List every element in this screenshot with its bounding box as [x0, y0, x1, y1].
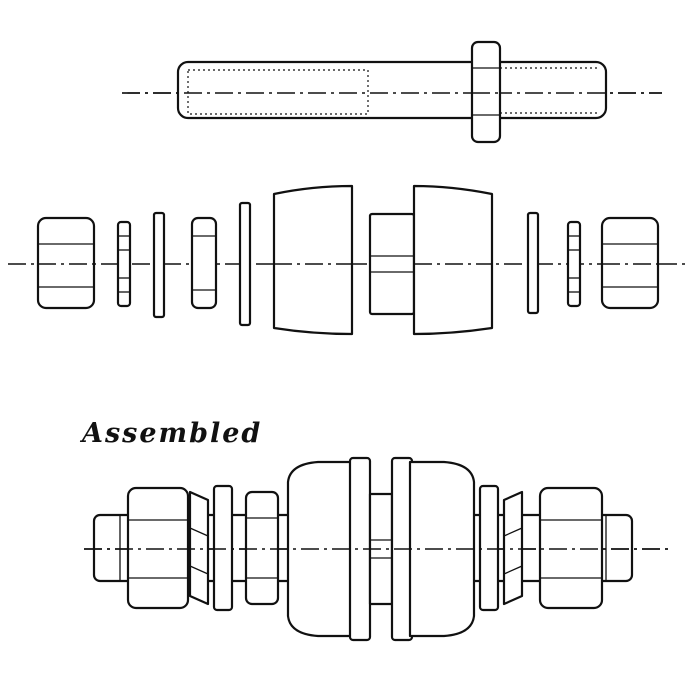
left-insulator-cone [272, 184, 354, 336]
assembled-right-flat-washer [478, 484, 500, 612]
assembled-right-outer-nut [538, 486, 604, 610]
assembled-left-jam-nut [244, 490, 280, 606]
left-thin-washer [238, 201, 252, 327]
assembled-view [84, 456, 668, 642]
stud-collar-nut [470, 40, 502, 144]
right-hex-nut [600, 216, 660, 310]
assembled-left-insulator [286, 456, 372, 642]
stud-bore [187, 69, 369, 115]
assembled-left-lock-washer [188, 490, 210, 606]
left-flat-washer [152, 211, 166, 319]
right-thin-washer [526, 211, 540, 315]
assembled-right-lock-washer [502, 490, 524, 606]
right-lock-washer [566, 220, 582, 308]
center-sleeve [368, 212, 416, 316]
stud-body [176, 60, 608, 120]
assembled-label: Assembled [82, 418, 263, 449]
right-insulator-cone [412, 184, 494, 336]
exploded-view [8, 184, 690, 336]
assembled-left-outer-nut [126, 486, 190, 610]
left-hex-nut [36, 216, 96, 310]
assembled-left-flat-washer [212, 484, 234, 612]
left-lock-washer [116, 220, 132, 308]
left-jam-nut [190, 216, 218, 310]
stud-shaft [122, 40, 662, 144]
